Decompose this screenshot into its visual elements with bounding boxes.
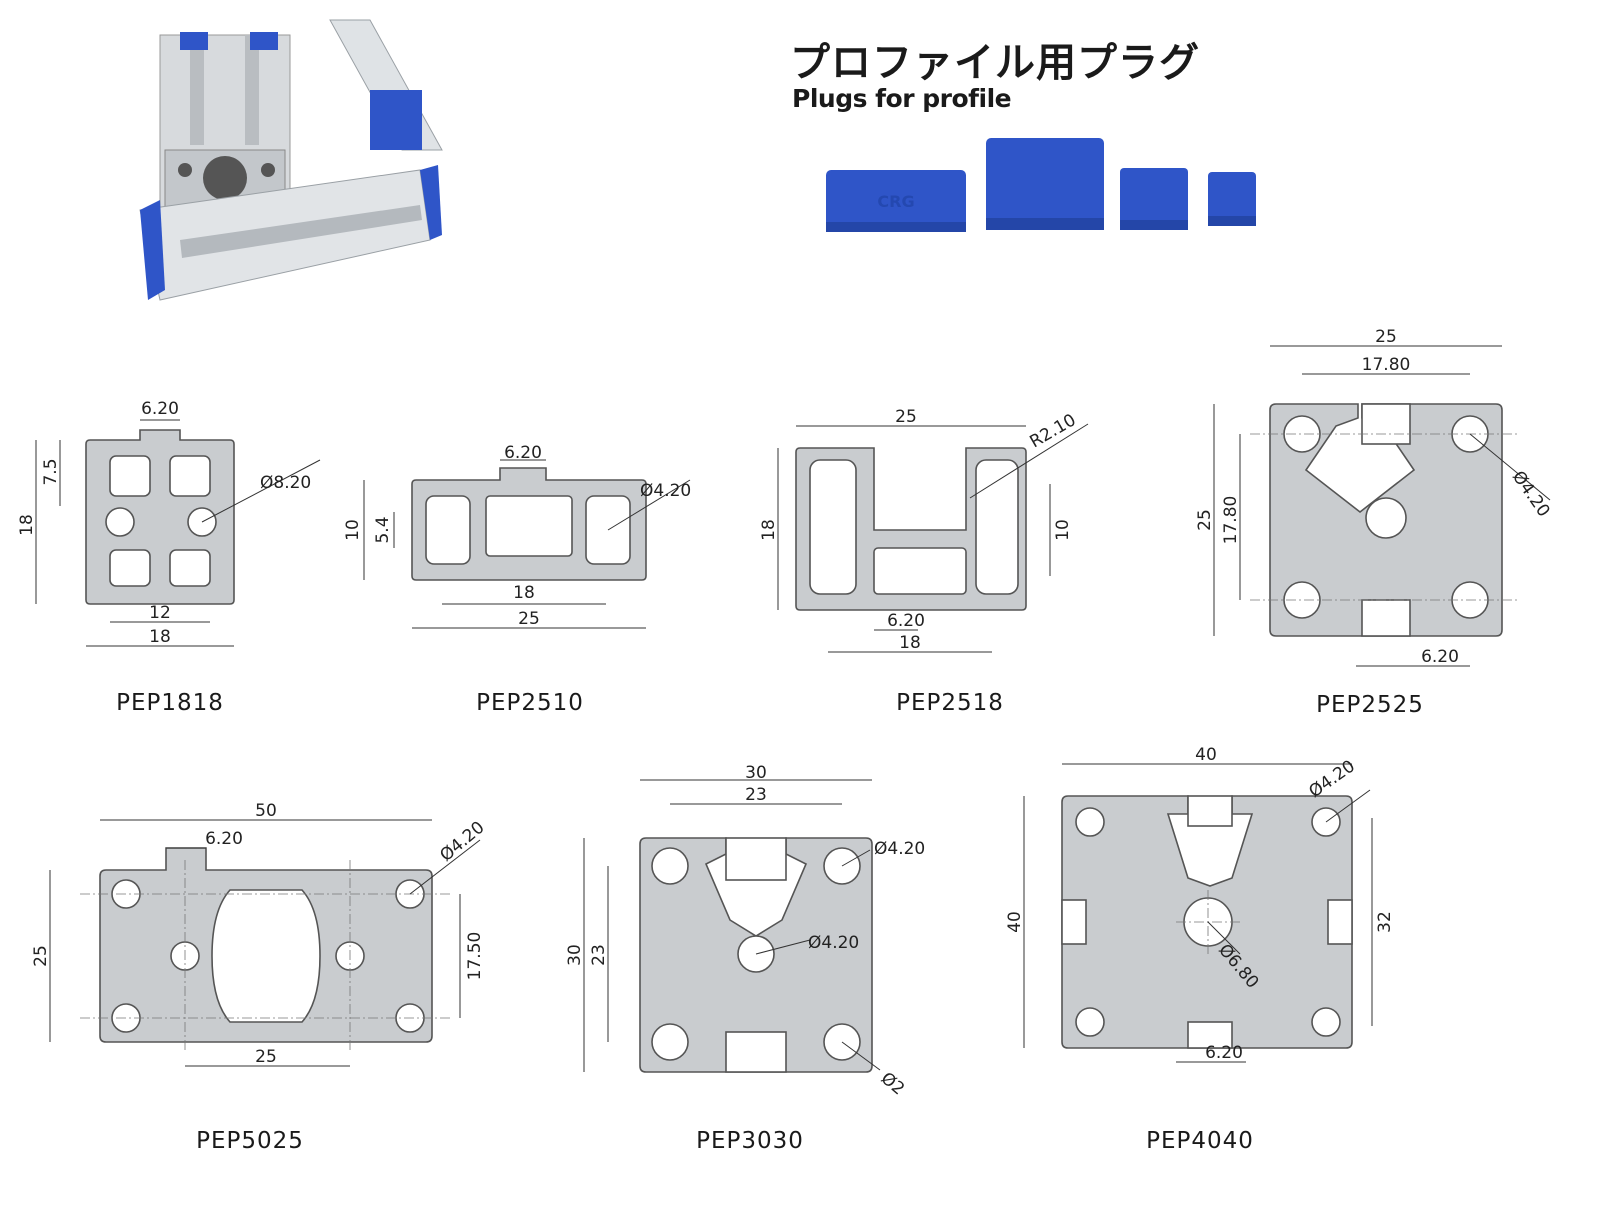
title-english: Plugs for profile: [792, 84, 1012, 113]
pep5025-dim-pitch-v: 17.50: [465, 932, 485, 981]
pep3030-label: PEP3030: [696, 1128, 804, 1154]
pep5025-dim-hole: Ø4.20: [436, 818, 488, 866]
pep1818-dim-slot: 6.20: [141, 399, 179, 419]
pep2510-dim-slot: 6.20: [504, 443, 542, 463]
pep3030-dim-height: 30: [565, 944, 585, 966]
pep2518-label: PEP2518: [896, 690, 1004, 716]
profile-photo: [139, 19, 443, 301]
pep2510-label: PEP2510: [476, 690, 584, 716]
pep1818-dim-upper: 7.5: [41, 458, 61, 485]
pep2525-dim-width: 25: [1375, 327, 1397, 347]
pep1818-dim-hole: Ø8.20: [260, 473, 311, 493]
pep2518-dim-height: 18: [759, 519, 779, 541]
pep2518-dim-width-top: 25: [895, 407, 917, 427]
pep4040-dim-slot: 6.20: [1205, 1043, 1243, 1063]
pep4040-dim-pitch-v: 32: [1375, 911, 1395, 933]
pep2525-dim-slot: 6.20: [1421, 647, 1459, 667]
pep5025-dim-slot: 6.20: [205, 829, 243, 849]
pep2525-dim-pitch-v: 17.80: [1221, 496, 1241, 545]
pep2518-dim-right-h: 10: [1053, 519, 1073, 541]
pep4040-dim-width: 40: [1195, 745, 1217, 765]
pep3030-dim-inner: 23: [745, 785, 767, 805]
pep2525-label: PEP2525: [1316, 692, 1424, 718]
pep2510-dim-inner: 18: [513, 583, 535, 603]
plugs-photo: CRG: [826, 138, 1256, 232]
pep5025-dim-height: 25: [31, 945, 51, 967]
pep2525-dim-height: 25: [1195, 509, 1215, 531]
drawing-pep2510: 6.20 10 5.4 Ø4.20 18 25: [343, 443, 691, 629]
pep2518-dim-inner: 18: [899, 633, 921, 653]
pep2510-dim-width: 25: [518, 609, 540, 629]
plug-large-rect: CRG: [826, 170, 966, 232]
plug-large-square: [986, 138, 1104, 230]
pep1818-label: PEP1818: [116, 690, 224, 716]
pep2525-dim-hole: Ø4.20: [1508, 467, 1554, 520]
drawing-pep3030: 30 23 Ø4.20 Ø4.20 30 23 Ø2: [565, 763, 925, 1100]
pep2510-dim-hole: Ø4.20: [640, 481, 691, 501]
title-japanese: プロファイル用プラグ: [790, 40, 1200, 86]
pep5025-dim-inner: 25: [255, 1047, 277, 1067]
pep3030-dim-hole: Ø4.20: [874, 839, 925, 859]
pep1818-dim-height: 18: [17, 514, 37, 536]
pep4040-label: PEP4040: [1146, 1128, 1254, 1154]
pep5025-dim-width: 50: [255, 801, 277, 821]
plug-brand-mark: CRG: [877, 192, 914, 211]
plug-small: [1208, 172, 1256, 226]
pep3030-dim-small: Ø2: [877, 1069, 908, 1100]
drawing-pep5025: 50 6.20 Ø4.20 25 17.50 25: [31, 801, 488, 1067]
pep2525-dim-pitch: 17.80: [1362, 355, 1411, 375]
pep3030-dim-width: 30: [745, 763, 767, 783]
pep3030-dim-center: Ø4.20: [808, 933, 859, 953]
drawing-pep2518: 25 R2.10 18 10 6.20 18: [759, 407, 1089, 653]
pep1818-dim-width: 18: [149, 627, 171, 647]
pep2510-dim-inner-h: 5.4: [373, 516, 393, 543]
pep2518-dim-slot: 6.20: [887, 611, 925, 631]
plug-medium: [1120, 168, 1188, 230]
pep4040-dim-height: 40: [1005, 911, 1025, 933]
pep5025-label: PEP5025: [196, 1128, 304, 1154]
drawing-pep4040: 40 Ø4.20 40 32 Ø6.80 6.20: [1005, 745, 1395, 1063]
pep2510-dim-height: 10: [343, 519, 363, 541]
drawing-pep2525: 25 17.80 25 17.80 Ø4.20 6.20: [1195, 327, 1554, 667]
pep3030-dim-inner-v: 23: [589, 944, 609, 966]
pep1818-dim-inner: 12: [149, 603, 171, 623]
drawing-pep1818: 6.20 18 7.5 Ø8.20 12 18: [17, 399, 321, 647]
